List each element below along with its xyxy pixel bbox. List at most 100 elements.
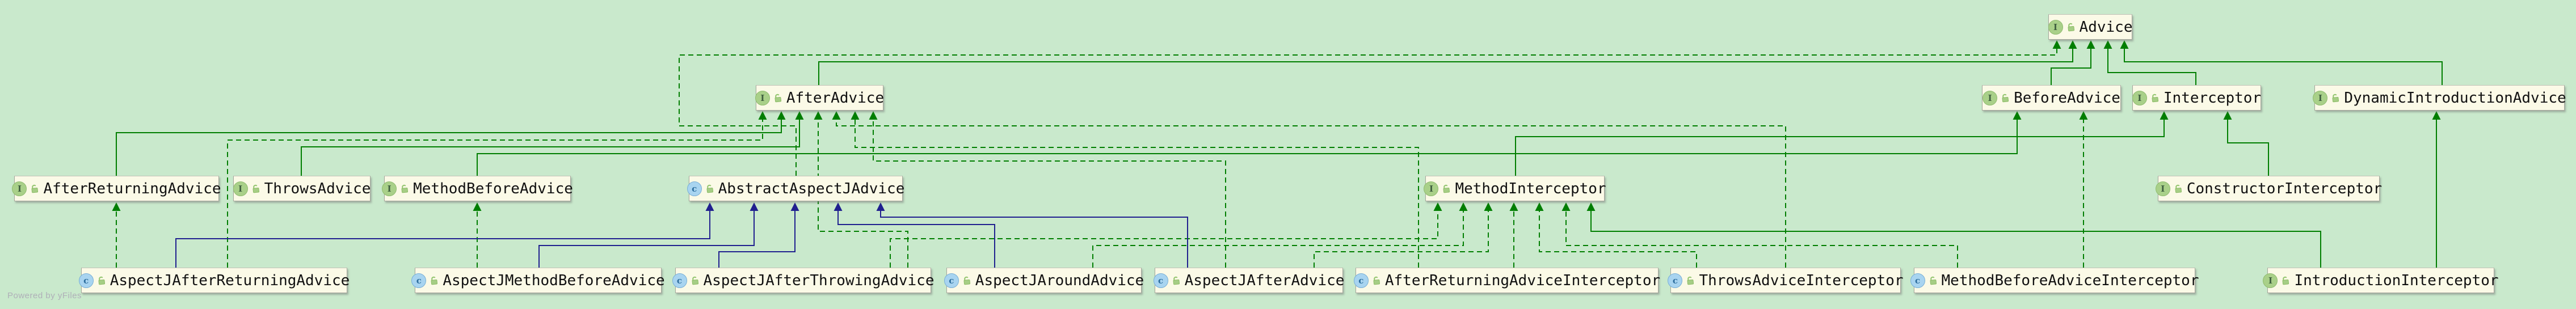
- class-node-AspectJAroundAdvice[interactable]: c AspectJAroundAdvice: [944, 268, 1144, 293]
- arrowhead: [2120, 40, 2129, 49]
- class-node-AfterAdvice[interactable]: I AfterAdvice: [755, 85, 884, 111]
- edge-MethodInterceptor-to-Interceptor: [1515, 111, 2169, 176]
- arrowhead: [1561, 202, 1571, 211]
- arrowhead: [2013, 111, 2022, 120]
- public-lock-icon: [2068, 23, 2074, 32]
- class-node-AspectJAfterAdvice[interactable]: c AspectJAfterAdvice: [1153, 268, 1345, 293]
- class-node-AfterReturningAdviceInterceptor[interactable]: c AfterReturningAdviceInterceptor: [1353, 268, 1660, 293]
- edge-AspectJAfterThrowingAdvice-to-AfterAdvice: [814, 111, 908, 268]
- edge-AfterReturningAdvice-to-AfterAdvice: [116, 111, 786, 176]
- arrowhead: [790, 202, 799, 211]
- interface-icon: I: [2263, 273, 2278, 288]
- arrowhead: [777, 111, 786, 120]
- class-icon: c: [78, 273, 94, 288]
- class-node-MethodInterceptor[interactable]: I MethodInterceptor: [1424, 176, 1606, 201]
- interface-icon: I: [2048, 19, 2063, 35]
- arrowhead: [2086, 40, 2095, 49]
- arrowhead: [473, 202, 482, 211]
- public-lock-icon: [1173, 276, 1180, 285]
- arrowhead: [876, 202, 885, 211]
- public-lock-icon: [1930, 276, 1937, 285]
- arrowhead: [2432, 111, 2441, 120]
- class-node-AspectJMethodBeforeAdvice[interactable]: c AspectJMethodBeforeAdvice: [411, 268, 665, 293]
- interface-icon: I: [2155, 181, 2170, 196]
- public-lock-icon: [775, 94, 781, 103]
- class-name-label: Interceptor: [2163, 90, 2262, 107]
- class-name-label: Advice: [2079, 19, 2133, 36]
- interface-icon: I: [2313, 90, 2328, 105]
- arrowhead: [869, 111, 878, 120]
- class-name-label: DynamicIntroductionAdvice: [2344, 90, 2566, 107]
- class-node-Interceptor[interactable]: I Interceptor: [2132, 85, 2261, 111]
- interface-icon: I: [1982, 90, 1998, 105]
- arrowhead: [834, 202, 843, 211]
- class-icon: c: [1353, 273, 1369, 288]
- class-name-label: AspectJMethodBeforeAdvice: [443, 272, 665, 289]
- interface-icon: I: [233, 181, 248, 196]
- edge-MethodBeforeAdvice-to-BeforeAdvice: [477, 111, 2022, 176]
- public-lock-icon: [2332, 94, 2339, 103]
- edge-AspectJMethodBeforeAdvice-to-AbstractAspectJAdvice: [538, 202, 759, 268]
- public-lock-icon: [1687, 276, 1694, 285]
- arrowhead: [2223, 111, 2232, 120]
- public-lock-icon: [401, 184, 409, 193]
- public-lock-icon: [431, 276, 438, 285]
- edge-Interceptor-to-Advice: [2103, 40, 2196, 85]
- class-icon: c: [944, 273, 959, 288]
- public-lock-icon: [2002, 94, 2009, 103]
- class-node-AspectJAfterThrowingAdvice[interactable]: c AspectJAfterThrowingAdvice: [672, 268, 935, 293]
- interface-icon: I: [12, 181, 27, 196]
- edge-ThrowsAdviceInterceptor-to-MethodInterceptor: [1535, 202, 1697, 268]
- class-node-IntroductionInterceptor[interactable]: I IntroductionInterceptor: [2263, 268, 2499, 293]
- class-name-label: AspectJAfterThrowingAdvice: [703, 272, 935, 289]
- class-node-MethodBeforeAdvice[interactable]: I MethodBeforeAdvice: [382, 176, 573, 201]
- class-name-label: ConstructorInterceptor: [2186, 180, 2383, 197]
- class-name-label: AspectJAfterAdvice: [1184, 272, 1345, 289]
- class-name-label: AfterReturningAdvice: [43, 180, 221, 197]
- edge-MethodBeforeAdviceInterceptor-to-BeforeAdvice: [2079, 111, 2088, 268]
- public-lock-icon: [692, 276, 698, 285]
- arrowhead: [832, 111, 841, 120]
- class-icon: c: [411, 273, 427, 288]
- edge-AspectJAfterAdvice-to-AfterAdvice: [869, 111, 1226, 268]
- class-name-label: ThrowsAdviceInterceptor: [1699, 272, 1904, 289]
- class-name-label: MethodBeforeAdviceInterceptor: [1941, 272, 2199, 289]
- class-name-label: MethodInterceptor: [1455, 180, 1606, 197]
- arrowhead: [2079, 111, 2088, 120]
- class-name-label: MethodBeforeAdvice: [413, 180, 573, 197]
- public-lock-icon: [1443, 184, 1450, 193]
- class-name-label: IntroductionInterceptor: [2294, 272, 2499, 289]
- arrowhead: [2068, 40, 2077, 49]
- class-node-AfterReturningAdvice[interactable]: I AfterReturningAdvice: [12, 176, 221, 201]
- class-node-DynamicIntroductionAdvice[interactable]: I DynamicIntroductionAdvice: [2313, 85, 2566, 111]
- edge-ThrowsAdviceInterceptor-to-AfterAdvice: [832, 111, 1786, 268]
- class-node-Advice[interactable]: I Advice: [2048, 14, 2132, 40]
- edge-IntroductionInterceptor-to-DynamicIntroductionAdvice: [2432, 111, 2441, 268]
- edge-ThrowsAdvice-to-AfterAdvice: [301, 111, 804, 176]
- class-node-ThrowsAdvice[interactable]: I ThrowsAdvice: [233, 176, 371, 201]
- edge-AspectJMethodBeforeAdvice-to-MethodBeforeAdvice: [473, 202, 482, 268]
- class-node-ThrowsAdviceInterceptor[interactable]: c ThrowsAdviceInterceptor: [1668, 268, 1904, 293]
- edge-AfterReturningAdviceInterceptor-to-MethodInterceptor: [1509, 202, 1518, 268]
- arrowhead: [814, 111, 823, 120]
- class-icon: c: [1153, 273, 1168, 288]
- arrowhead: [795, 111, 804, 120]
- class-node-MethodBeforeAdviceInterceptor[interactable]: c MethodBeforeAdviceInterceptor: [1910, 268, 2199, 293]
- class-node-BeforeAdvice[interactable]: I BeforeAdvice: [1982, 85, 2121, 111]
- class-node-ConstructorInterceptor[interactable]: I ConstructorInterceptor: [2155, 176, 2383, 201]
- public-lock-icon: [2175, 184, 2182, 193]
- arrowhead: [2103, 40, 2112, 49]
- edge-AspectJAfterReturningAdvice-to-AbstractAspectJAdvice: [175, 202, 714, 268]
- public-lock-icon: [2283, 276, 2289, 285]
- edge-AspectJAfterThrowingAdvice-to-MethodInterceptor: [890, 202, 1442, 268]
- class-name-label: BeforeAdvice: [2014, 90, 2120, 107]
- class-node-AspectJAfterReturningAdvice[interactable]: c AspectJAfterReturningAdvice: [78, 268, 350, 293]
- edge-AspectJAfterAdvice-to-MethodInterceptor: [1314, 202, 1493, 268]
- edge-AfterReturningAdviceInterceptor-to-AfterAdvice: [851, 111, 1419, 268]
- edge-AspectJAfterReturningAdvice-to-AfterAdvice: [227, 111, 767, 268]
- interface-icon: I: [2132, 90, 2147, 105]
- class-name-label: AbstractAspectJAdvice: [718, 180, 905, 197]
- class-node-AbstractAspectJAdvice[interactable]: c AbstractAspectJAdvice: [687, 176, 905, 201]
- arrowhead: [1484, 202, 1493, 211]
- yfiles-watermark: Powered by yFiles: [7, 291, 82, 300]
